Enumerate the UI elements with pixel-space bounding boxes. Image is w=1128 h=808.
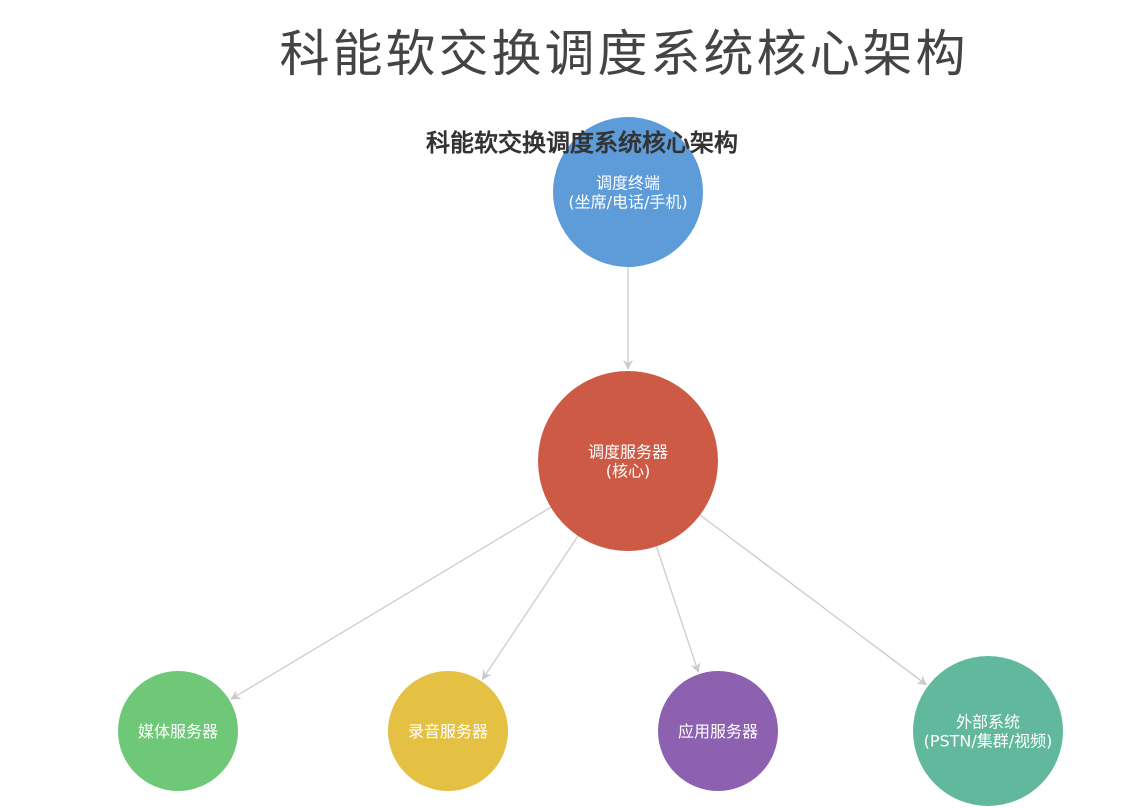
page-title: 科能软交换调度系统核心架构 — [279, 25, 969, 83]
terminal-node-label-2: (坐席/电话/手机) — [568, 193, 687, 212]
edge-core-to-media — [230, 506, 552, 700]
external-node-label-1: 外部系统 — [956, 713, 1020, 732]
media-node-circle[interactable] — [118, 671, 238, 791]
nodes-layer: 调度终端(坐席/电话/手机) 调度服务器(核心) 媒体服务器 录音服务器 应用服务器 外部… — [118, 117, 1063, 806]
core-node-label-1: 调度服务器 — [588, 443, 668, 462]
external-node-label-2: (PSTN/集群/视频) — [924, 732, 1053, 751]
edge-core-to-app — [655, 546, 701, 674]
terminal-node-circle[interactable] — [553, 117, 703, 267]
terminal-node-label-1: 调度终端 — [596, 174, 660, 193]
record-node[interactable]: 录音服务器 — [388, 671, 508, 791]
media-node[interactable]: 媒体服务器 — [118, 671, 238, 791]
core-node-label-2: (核心) — [606, 462, 651, 481]
record-node-circle[interactable] — [388, 671, 508, 791]
record-node-label-1: 录音服务器 — [408, 722, 488, 741]
app-node-circle[interactable] — [658, 671, 778, 791]
diagram-title: 科能软交换调度系统核心架构 — [426, 129, 738, 157]
edge-core-to-record — [481, 535, 579, 681]
core-node-circle[interactable] — [538, 371, 718, 551]
app-node[interactable]: 应用服务器 — [658, 671, 778, 791]
app-node-label-1: 应用服务器 — [678, 722, 758, 741]
media-node-label-1: 媒体服务器 — [138, 722, 218, 741]
terminal-node[interactable]: 调度终端(坐席/电话/手机) — [553, 117, 703, 267]
core-node[interactable]: 调度服务器(核心) — [538, 371, 718, 551]
external-node[interactable]: 外部系统(PSTN/集群/视频) — [913, 656, 1063, 806]
edge-core-to-external — [699, 514, 928, 686]
external-node-circle[interactable] — [913, 656, 1063, 806]
edges-layer — [230, 267, 928, 700]
